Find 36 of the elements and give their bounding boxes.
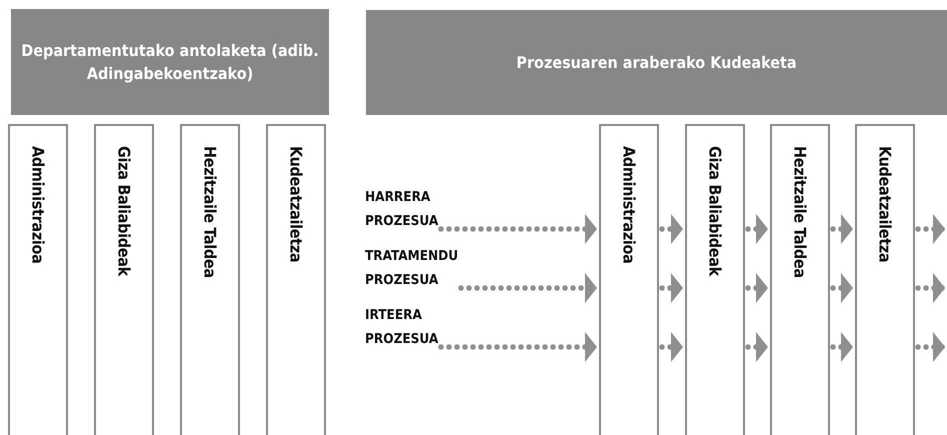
department-column xyxy=(855,124,915,435)
dotted-arrow xyxy=(659,273,686,303)
department-column xyxy=(599,124,659,435)
dotted-arrow xyxy=(745,332,771,362)
column-title: Giza Baliabideak xyxy=(706,146,724,276)
dotted-arrow xyxy=(659,214,686,244)
column-title: Hezitzaile Taldea xyxy=(790,146,810,278)
dotted-arrow xyxy=(830,273,856,303)
dotted-arrow xyxy=(915,332,947,362)
process-label: IRTEERA PROZESUA xyxy=(365,304,475,354)
dotted-arrow xyxy=(745,214,771,244)
header-box: Departamentutako antolaketa (adib. Adingabekoentzako) xyxy=(11,9,329,115)
department-column xyxy=(770,124,830,435)
dotted-arrow xyxy=(915,273,947,303)
dotted-arrow xyxy=(438,214,600,244)
column-title: Kudeatzailetza xyxy=(286,146,306,262)
dotted-arrow xyxy=(458,273,600,303)
department-column xyxy=(8,124,68,435)
department-column xyxy=(266,124,326,435)
dotted-arrow xyxy=(659,332,686,362)
department-column xyxy=(685,124,745,435)
department-column xyxy=(94,124,154,435)
process-label: TRATAMENDU PROZESUA xyxy=(365,245,475,295)
process-label: HARRERA PROZESUA xyxy=(365,186,475,236)
column-title: Kudeatzailetza xyxy=(876,146,894,262)
column-title: Giza Baliabideak xyxy=(114,146,134,276)
column-title: Administrazioa xyxy=(620,146,638,264)
header-box: Prozesuaren araberako Kudeaketa xyxy=(366,10,947,115)
dotted-arrow xyxy=(915,214,947,244)
column-title: Administrazioa xyxy=(28,146,48,264)
department-column xyxy=(180,124,240,435)
dotted-arrow xyxy=(830,332,856,362)
dotted-arrow xyxy=(438,332,600,362)
dotted-arrow xyxy=(830,214,856,244)
column-title: Hezitzaile Taldea xyxy=(200,146,220,278)
dotted-arrow xyxy=(745,273,771,303)
